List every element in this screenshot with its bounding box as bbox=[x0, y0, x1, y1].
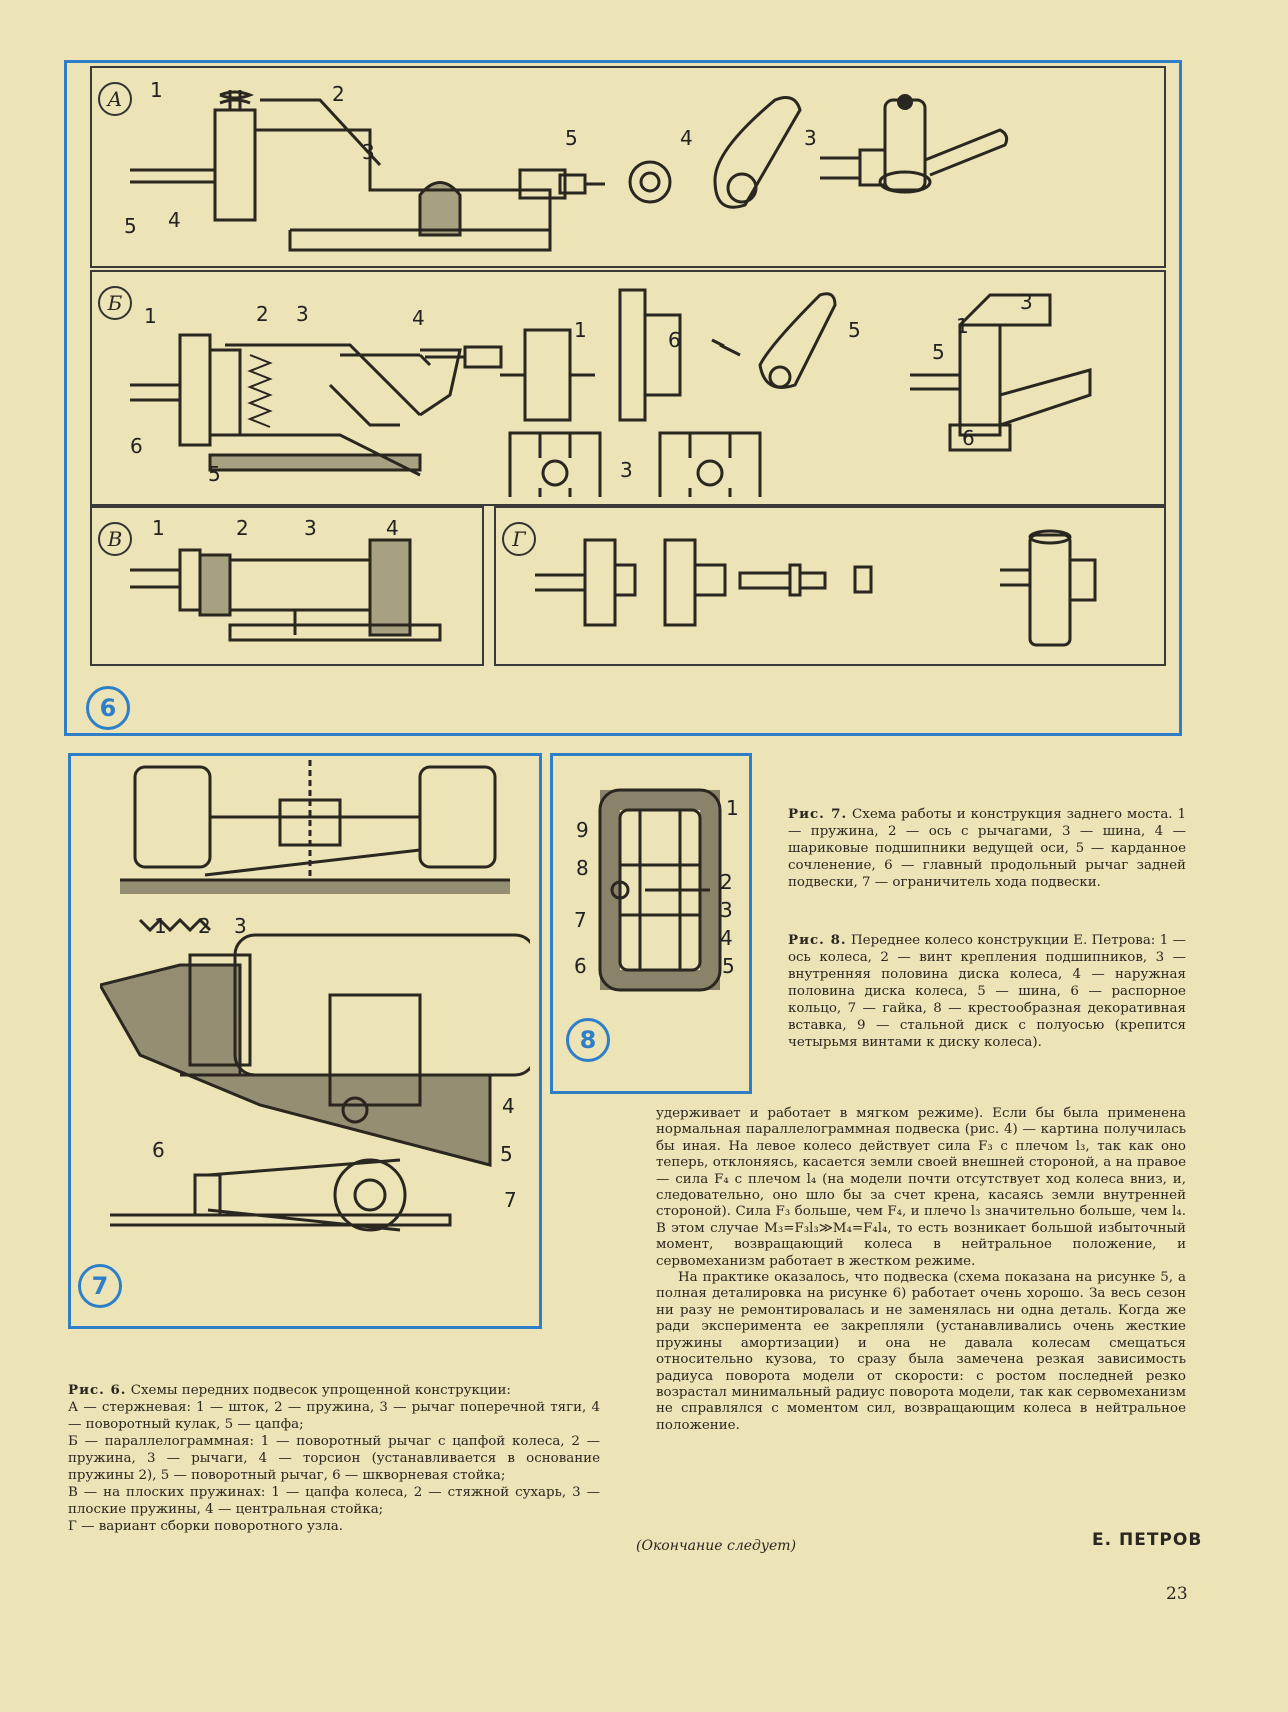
fig6-panel-v bbox=[90, 506, 484, 666]
fig6a-label-5b: 5 bbox=[565, 126, 578, 150]
fig6b-label-3c: 3 bbox=[1020, 290, 1033, 314]
fig6-caption-line-0: Схемы передних подвесок упрощенной конст… bbox=[130, 1383, 511, 1398]
fig7-caption-text: Схема работы и конструкция заднего моста… bbox=[788, 807, 1186, 890]
author-signature: Е. ПЕТРОВ bbox=[1092, 1530, 1203, 1550]
fig6-caption-line-4: Г — вариант сборки поворотного узла. bbox=[68, 1519, 343, 1534]
fig7-caption: Рис. 7. Схема работы и конструкция задне… bbox=[788, 806, 1186, 891]
panel-v-drawing bbox=[130, 538, 442, 642]
fig6-caption-line-2: Б — параллелограммная: 1 — поворотный ры… bbox=[68, 1434, 600, 1483]
figure-6-badge: 6 bbox=[86, 686, 130, 730]
fig8-caption-title: Рис. 8. bbox=[788, 932, 847, 948]
fig7-label-1: 1 bbox=[154, 914, 167, 938]
fig8-label-6: 6 bbox=[574, 954, 587, 978]
fig6-caption-line-3: В — на плоских пружинах: 1 — цапфа колес… bbox=[68, 1485, 600, 1517]
fig8-caption-text: Переднее колесо конструкции Е. Петрова: … bbox=[788, 933, 1186, 1050]
fig7-caption-title: Рис. 7. bbox=[788, 806, 848, 822]
fig6b-label-2: 2 bbox=[256, 302, 269, 326]
figure-7-drawing bbox=[100, 760, 530, 1232]
fig6-caption-line-1: А — стержневая: 1 — шток, 2 — пружина, 3… bbox=[68, 1400, 600, 1432]
fig6b-label-1: 1 bbox=[144, 304, 157, 328]
fig6a-label-3: 3 bbox=[362, 140, 375, 164]
figure-8-drawing bbox=[598, 788, 722, 992]
fig6-panel-g bbox=[494, 506, 1166, 666]
fig8-label-1: 1 bbox=[726, 796, 739, 820]
panel-a-drawing bbox=[130, 90, 1009, 252]
fig6-caption-title: Рис. 6. bbox=[68, 1382, 127, 1398]
panel-g-letter: Г bbox=[502, 522, 536, 556]
fig6a-label-5: 5 bbox=[124, 214, 137, 238]
fig6v-label-4: 4 bbox=[386, 516, 399, 540]
panel-a-letter: А bbox=[98, 82, 132, 116]
fig6b-label-6: 6 bbox=[130, 434, 143, 458]
fig8-label-7: 7 bbox=[574, 908, 587, 932]
figure-8-frame bbox=[550, 753, 752, 1094]
fig7-label-7: 7 bbox=[504, 1188, 517, 1212]
fig7-label-2: 2 bbox=[198, 914, 211, 938]
fig7-label-4: 4 bbox=[502, 1094, 515, 1118]
fig6b-label-3: 3 bbox=[296, 302, 309, 326]
figure-7-badge: 7 bbox=[78, 1264, 122, 1308]
panel-b-drawing bbox=[130, 288, 1092, 497]
fig8-label-4: 4 bbox=[720, 926, 733, 950]
fig6b-label-6c: 6 bbox=[962, 426, 975, 450]
fig6-panel-b bbox=[90, 270, 1166, 506]
fig8-label-8: 8 bbox=[576, 856, 589, 880]
figure-8-badge: 8 bbox=[566, 1018, 610, 1062]
fig6b-label-4: 4 bbox=[412, 306, 425, 330]
fig6b-label-5c: 5 bbox=[932, 340, 945, 364]
fig6-caption: Рис. 6. Схемы передних подвесок упрощенн… bbox=[68, 1382, 600, 1535]
panel-v-letter: В bbox=[98, 522, 132, 556]
fig8-label-9: 9 bbox=[576, 818, 589, 842]
article-paragraph-2: На практике оказалось, что подвеска (схе… bbox=[656, 1270, 1186, 1433]
fig7-label-5: 5 bbox=[500, 1142, 513, 1166]
fig6a-label-3b: 3 bbox=[804, 126, 817, 150]
fig6a-label-2: 2 bbox=[332, 82, 345, 106]
article-paragraph-1: удерживает и работает в мягком режиме). … bbox=[656, 1106, 1186, 1269]
fig6b-label-3b: 3 bbox=[620, 458, 633, 482]
fig6b-label-5: 5 bbox=[208, 462, 221, 486]
fig8-caption: Рис. 8. Переднее колесо конструкции Е. П… bbox=[788, 932, 1186, 1051]
fig8-label-2: 2 bbox=[720, 870, 733, 894]
fig7-label-3: 3 bbox=[234, 914, 247, 938]
fig6v-label-3: 3 bbox=[304, 516, 317, 540]
figure-7-frame bbox=[68, 753, 542, 1329]
fig6b-label-5b: 5 bbox=[848, 318, 861, 342]
fig6v-label-2: 2 bbox=[236, 516, 249, 540]
panel-g-drawing bbox=[535, 529, 1097, 647]
fig6b-label-1c: 1 bbox=[956, 314, 969, 338]
fig7-label-6: 6 bbox=[152, 1138, 165, 1162]
fig8-label-3: 3 bbox=[720, 898, 733, 922]
fig8-label-5: 5 bbox=[722, 954, 735, 978]
article-body: удерживает и работает в мягком режиме). … bbox=[656, 1106, 1186, 1434]
fig6b-label-6b: 6 bbox=[668, 328, 681, 352]
fig6-panel-a bbox=[90, 66, 1166, 268]
figure-6-frame bbox=[64, 60, 1182, 736]
fig6v-label-1: 1 bbox=[152, 516, 165, 540]
fig6a-label-1: 1 bbox=[150, 78, 163, 102]
page-number: 23 bbox=[1166, 1584, 1188, 1604]
to-be-continued: (Окончание следует) bbox=[636, 1538, 797, 1554]
fig6b-label-1b: 1 bbox=[574, 318, 587, 342]
panel-b-letter: Б bbox=[98, 286, 132, 320]
fig6a-label-4: 4 bbox=[168, 208, 181, 232]
fig6a-label-4b: 4 bbox=[680, 126, 693, 150]
